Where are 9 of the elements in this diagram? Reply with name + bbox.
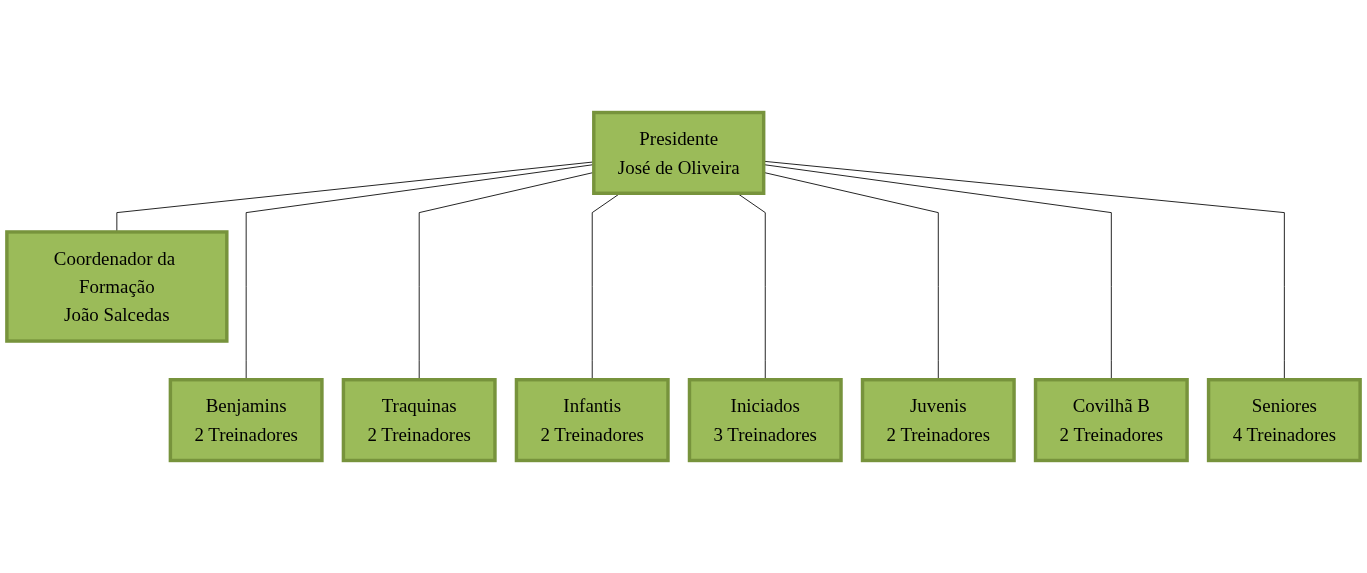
node-box: Seniores 4 Treinadores (1206, 378, 1362, 463)
node-box: Iniciados 3 Treinadores (687, 378, 843, 463)
node-box: Juvenis 2 Treinadores (860, 378, 1016, 463)
node-box: Benjamins 2 Treinadores (168, 378, 324, 463)
node-box: Covilhã B 2 Treinadores (1033, 378, 1189, 463)
node-box: Coordenador da Formação João Salcedas (5, 230, 229, 343)
node-box: Traquinas 2 Treinadores (341, 378, 497, 463)
node-box: Presidente José de Oliveira (592, 110, 766, 195)
node-box: Infantis 2 Treinadores (514, 378, 670, 463)
